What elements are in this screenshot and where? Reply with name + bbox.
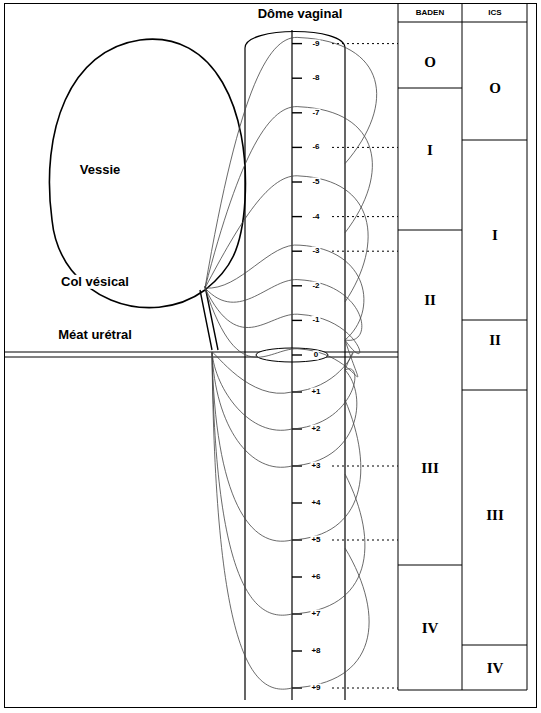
stage-table	[398, 4, 527, 690]
scale-tick	[292, 320, 302, 321]
prolapse-curve	[205, 37, 377, 288]
scale-tick	[292, 576, 302, 577]
scale-number: -5	[311, 178, 320, 187]
stage-label: IV	[422, 620, 439, 637]
part-name: Dôme vaginal	[258, 7, 343, 21]
scale-tick	[292, 502, 302, 503]
level-guide	[332, 147, 398, 148]
prolapse-curve	[205, 176, 368, 302]
level-guide	[332, 466, 398, 467]
frame	[5, 4, 537, 708]
scale-tick	[292, 77, 302, 78]
prolapse-curve	[205, 288, 360, 354]
prolapse-curve	[212, 352, 369, 689]
scale-tick	[292, 112, 302, 113]
scale-number: -8	[311, 74, 320, 83]
scale-number: -2	[311, 281, 320, 290]
stage-label: IV	[487, 660, 504, 677]
prolapse-curve	[205, 288, 358, 377]
scale-number: 0	[313, 351, 319, 360]
prolapse-curve	[212, 352, 361, 541]
scale-tick	[292, 216, 302, 217]
prolapse-curve	[212, 352, 365, 615]
column-header: BADEN	[416, 9, 444, 18]
scale-tick	[292, 285, 302, 286]
column-header: ICS	[488, 9, 501, 18]
prolapse-curve	[205, 245, 364, 340]
scale-number: -7	[311, 108, 320, 117]
scale-tick	[292, 43, 302, 44]
part-name: Vessie	[80, 163, 121, 177]
prolapse-curve	[212, 352, 355, 430]
scale-number: -4	[311, 212, 320, 221]
part-name: Col vésical	[59, 275, 131, 289]
part-name: Méat urétral	[56, 328, 134, 342]
stage-label: II	[424, 292, 436, 309]
scale-number: +5	[310, 536, 321, 545]
scale-number: +7	[310, 610, 321, 619]
stage-label: I	[492, 227, 498, 244]
prolapse-curve	[205, 280, 362, 341]
prolapse-curves	[205, 37, 377, 689]
scale-number: +4	[310, 499, 321, 508]
scale-number: +9	[310, 684, 321, 693]
urethra-line	[5, 348, 398, 362]
stage-label: O	[424, 54, 436, 71]
scale-number: +2	[310, 425, 321, 434]
stage-label: II	[489, 332, 501, 349]
prolapse-curve	[212, 352, 353, 393]
scale-number: -6	[311, 143, 320, 152]
scale-tick	[292, 147, 302, 148]
scale-number: -1	[311, 316, 320, 325]
stage-label: O	[489, 80, 501, 97]
scale-number: -9	[311, 39, 320, 48]
vaginal-tube	[245, 30, 345, 700]
stage-label: I	[427, 142, 433, 159]
scale-number: +6	[310, 573, 321, 582]
prolapse-curve	[205, 107, 372, 288]
stage-label: III	[486, 507, 504, 524]
scale-number: +3	[310, 462, 321, 471]
scale-tick	[292, 181, 302, 182]
scale-tick	[292, 650, 302, 651]
level-guide	[332, 43, 398, 44]
scale-number: -3	[311, 247, 320, 256]
scale-tick	[292, 250, 302, 251]
scale-number: +1	[310, 388, 321, 397]
prolapse-curve	[212, 352, 357, 467]
level-guide	[332, 251, 398, 252]
level-guide	[332, 688, 398, 689]
stage-label: III	[421, 460, 439, 477]
scale-tick	[292, 354, 302, 355]
scale-number: +8	[310, 647, 321, 656]
